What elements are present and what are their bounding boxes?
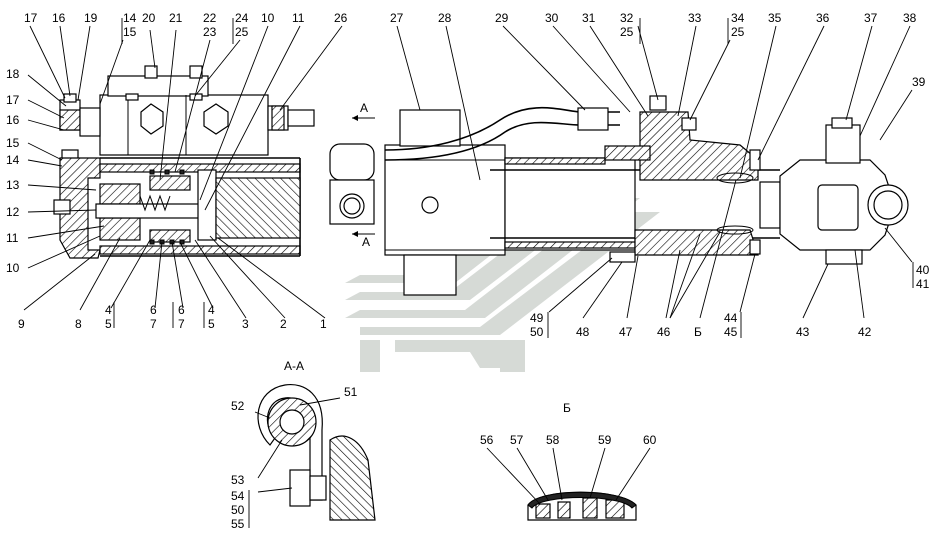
callout-59: 59 xyxy=(598,433,612,447)
callout-19: 19 xyxy=(84,11,98,25)
callouts-detail-aa: 52 51 53 54 50 55 xyxy=(231,385,358,531)
callout-6: 6 xyxy=(150,303,157,317)
callout-9: 9 xyxy=(18,317,25,331)
callout-58: 58 xyxy=(546,433,560,447)
callout-13: 13 xyxy=(6,178,20,192)
callout-31: 31 xyxy=(582,11,596,25)
callout-11-b: 11 xyxy=(6,231,19,245)
callout-57: 57 xyxy=(510,433,524,447)
callout-38: 38 xyxy=(903,11,917,25)
valve-block xyxy=(99,65,315,156)
detail-b-title: Б xyxy=(563,401,571,415)
section-mark-bottom: А xyxy=(362,235,370,249)
callout-37: 37 xyxy=(864,11,878,25)
callout-50: 50 xyxy=(530,325,544,339)
callout-44: 44 xyxy=(724,311,738,325)
piston-valve-assembly xyxy=(95,169,301,245)
callout-51: 51 xyxy=(344,385,358,399)
callout-17-b: 17 xyxy=(6,93,20,107)
callout-10-b: 10 xyxy=(6,261,20,275)
callout-25-c: 25 xyxy=(731,25,745,39)
callout-B: Б xyxy=(694,325,702,339)
callout-17: 17 xyxy=(24,11,38,25)
callout-6-b: 6 xyxy=(178,303,185,317)
callout-7-b: 7 xyxy=(178,317,185,331)
callout-5: 5 xyxy=(105,317,112,331)
callout-25-b: 25 xyxy=(620,25,634,39)
callout-14-b: 14 xyxy=(6,153,20,167)
callout-54: 54 xyxy=(231,489,245,503)
callout-50-c: 50 xyxy=(231,503,245,517)
callout-49: 49 xyxy=(530,311,544,325)
callout-34: 34 xyxy=(731,11,745,25)
callouts-detail-b: 56 57 58 59 60 xyxy=(480,433,657,447)
callout-33: 33 xyxy=(688,11,702,25)
callout-8: 8 xyxy=(75,317,82,331)
cylinder-barrel xyxy=(384,109,780,296)
callout-47: 47 xyxy=(619,325,633,339)
section-mark-top: А xyxy=(360,101,368,115)
callout-26: 26 xyxy=(334,11,348,25)
callout-16-b: 16 xyxy=(6,113,20,127)
callout-24: 24 xyxy=(235,11,249,25)
callout-25: 25 xyxy=(235,25,249,39)
callouts-left: 18 17 16 15 14 13 12 11 10 xyxy=(6,67,20,275)
callout-18: 18 xyxy=(6,67,20,81)
callout-60: 60 xyxy=(643,433,657,447)
callout-16: 16 xyxy=(52,11,66,25)
callout-14: 14 xyxy=(123,11,137,25)
callout-41: 41 xyxy=(916,277,930,291)
callouts-bottom: 9 8 4 5 6 7 6 7 4 5 3 2 1 49 50 48 47 46… xyxy=(18,263,930,339)
callout-48: 48 xyxy=(576,325,590,339)
callout-10: 10 xyxy=(261,11,275,25)
callout-27: 27 xyxy=(390,11,404,25)
callout-40: 40 xyxy=(916,263,930,277)
detail-aa: А-А xyxy=(257,359,376,521)
callout-55: 55 xyxy=(231,517,245,531)
callout-42: 42 xyxy=(858,325,872,339)
callout-53: 53 xyxy=(231,473,245,487)
callout-46: 46 xyxy=(657,325,671,339)
callout-5-b: 5 xyxy=(208,317,215,331)
callout-15-b: 15 xyxy=(6,136,20,150)
callout-4-b: 4 xyxy=(208,303,215,317)
callout-11: 11 xyxy=(292,11,305,25)
detail-aa-title: А-А xyxy=(284,359,304,373)
callout-23: 23 xyxy=(203,25,217,39)
rod-end-eye xyxy=(759,117,909,265)
callout-29: 29 xyxy=(495,11,509,25)
callout-1: 1 xyxy=(320,317,327,331)
callout-3: 3 xyxy=(242,317,249,331)
callout-35: 35 xyxy=(768,11,782,25)
callout-22: 22 xyxy=(203,11,217,25)
callout-2: 2 xyxy=(280,317,287,331)
callout-52: 52 xyxy=(231,399,245,413)
callout-21: 21 xyxy=(169,11,183,25)
callouts-top: 17 16 19 14 15 20 21 22 23 24 25 10 11 2… xyxy=(24,11,926,89)
callout-43: 43 xyxy=(796,325,810,339)
callout-4: 4 xyxy=(105,303,112,317)
callout-39: 39 xyxy=(912,75,926,89)
callout-20: 20 xyxy=(142,11,156,25)
callout-30: 30 xyxy=(545,11,559,25)
clamp-bracket xyxy=(329,143,375,225)
callout-36: 36 xyxy=(816,11,830,25)
callout-45: 45 xyxy=(724,325,738,339)
callout-32: 32 xyxy=(620,11,634,25)
callout-12: 12 xyxy=(6,205,20,219)
section-a-markers: А А xyxy=(352,101,375,249)
callout-15: 15 xyxy=(123,25,137,39)
leader-lines xyxy=(23,18,914,528)
callout-28: 28 xyxy=(438,11,452,25)
callout-56: 56 xyxy=(480,433,494,447)
hydraulic-pipe xyxy=(384,106,620,161)
detail-b: Б xyxy=(527,401,637,521)
callout-7: 7 xyxy=(150,317,157,331)
